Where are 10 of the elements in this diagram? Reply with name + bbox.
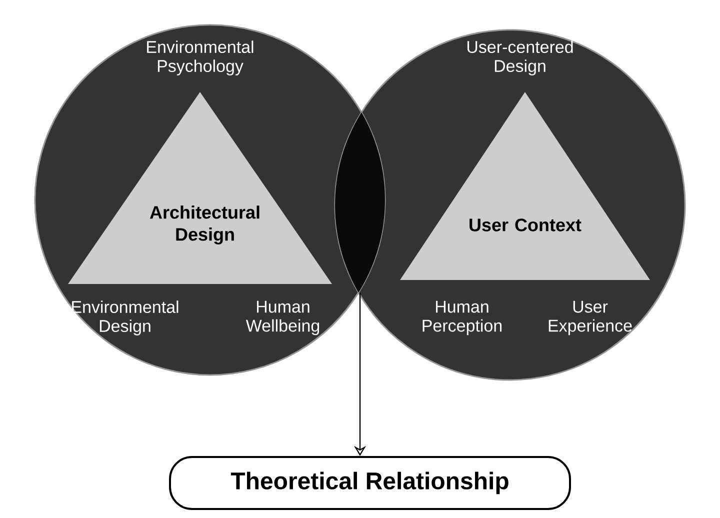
circle-label: Environmental Psychology xyxy=(147,40,254,76)
triangle: Architectural Design xyxy=(68,92,332,284)
triangle: User Context xyxy=(400,92,650,280)
circle-label: Environmental Design xyxy=(72,300,178,336)
circle-label: User-centered Design xyxy=(467,40,573,76)
circle-label: Human Perception xyxy=(422,300,502,336)
rounded-box: Theoretical Relationship xyxy=(169,456,571,510)
circle-label: Human Wellbeing xyxy=(246,300,320,336)
circle-label: User Experience xyxy=(548,300,632,336)
overlap-lens xyxy=(335,112,385,293)
